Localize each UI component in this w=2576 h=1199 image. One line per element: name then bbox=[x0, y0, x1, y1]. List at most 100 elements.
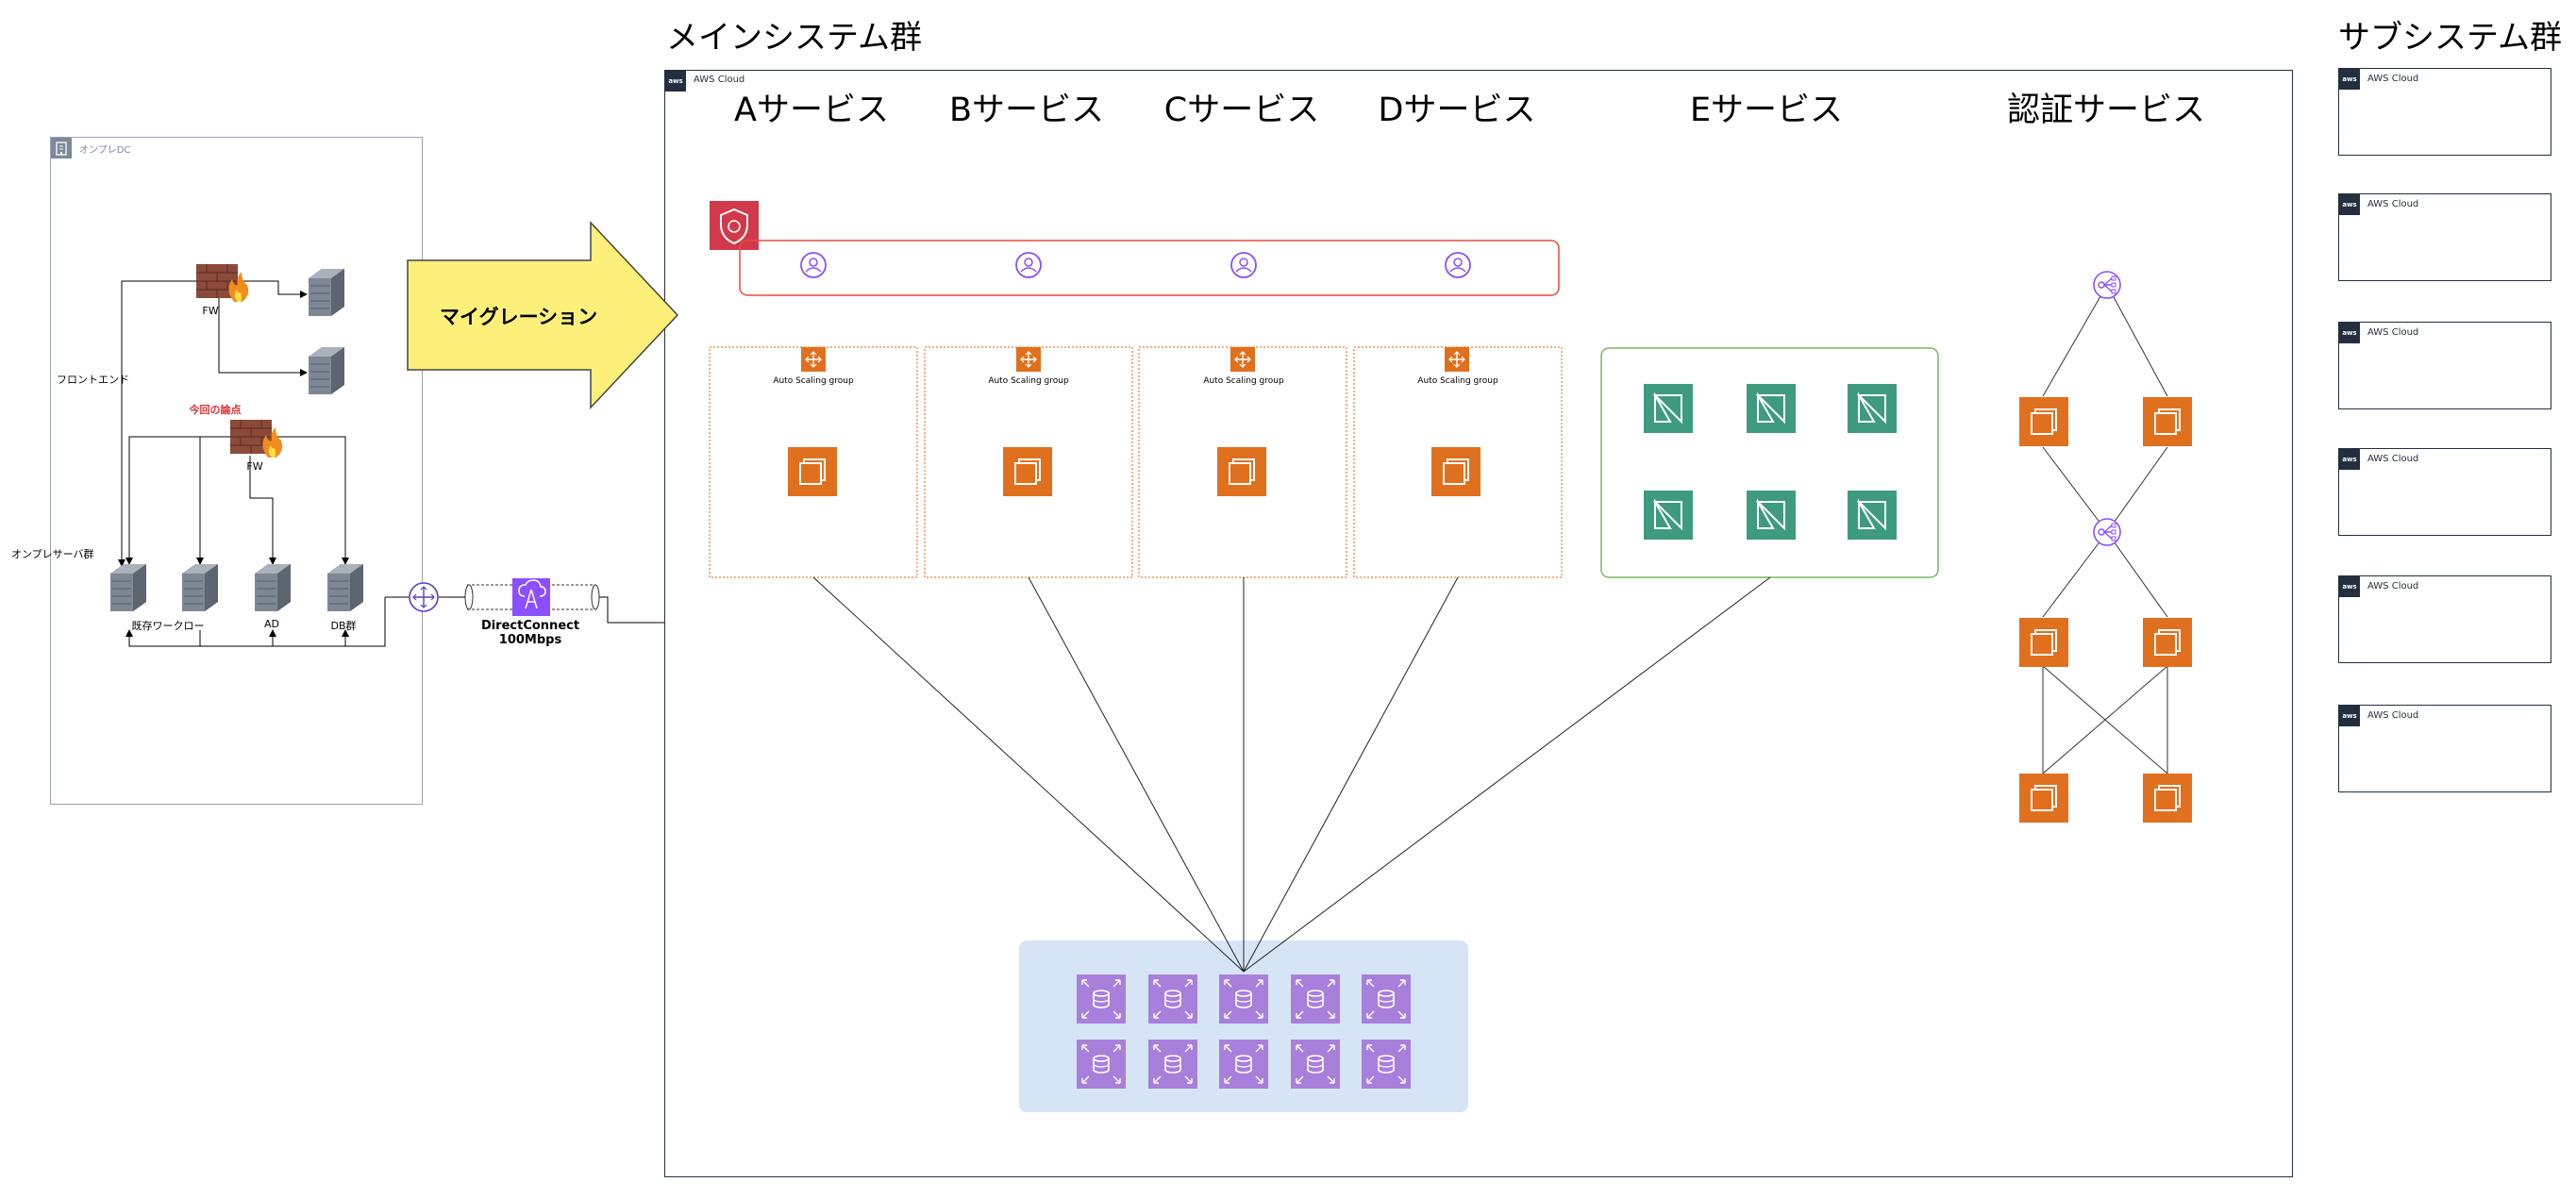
sub-group-title: サブシステム群 bbox=[2338, 19, 2562, 57]
database-icon bbox=[1290, 1039, 1341, 1090]
auto-scaling-icon bbox=[1229, 346, 1256, 373]
sub-aws-cloud: aws AWS Cloud bbox=[2338, 68, 2551, 156]
db-connection-lines bbox=[812, 576, 1771, 973]
service-title-c: Cサービス bbox=[1163, 92, 1320, 129]
network-endpoint-icon bbox=[1015, 252, 1042, 278]
onprem-dc-container bbox=[50, 137, 423, 805]
asg-label-b: Auto Scaling group bbox=[988, 376, 1069, 386]
sub-aws-cloud: aws AWS Cloud bbox=[2338, 575, 2551, 663]
migration-label: マイグレーション bbox=[440, 306, 598, 328]
aws-logo-icon: aws bbox=[2339, 323, 2360, 343]
service-title-a: Aサービス bbox=[734, 92, 889, 129]
sub-cloud-label: AWS Cloud bbox=[2367, 199, 2419, 209]
aws-logo-icon: aws bbox=[2339, 449, 2360, 470]
server-icon bbox=[308, 346, 345, 395]
direct-connect-label: DirectConnect 100Mbps bbox=[481, 619, 579, 647]
direct-connect-icon bbox=[512, 578, 550, 616]
ec2-instance-icon bbox=[2018, 773, 2069, 824]
aws-logo-icon: aws bbox=[2339, 576, 2360, 597]
service-icon bbox=[1643, 490, 1694, 541]
service-icon bbox=[1847, 490, 1898, 541]
database-icon bbox=[1076, 974, 1127, 1024]
fw-top-label: FW bbox=[202, 305, 219, 317]
network-endpoint-icon bbox=[1230, 252, 1257, 278]
server-group-label: オンプレサーバ群 bbox=[11, 548, 94, 560]
auto-scaling-icon bbox=[1015, 346, 1042, 373]
firewall-brick-icon bbox=[229, 419, 283, 458]
service-icon bbox=[1643, 383, 1694, 434]
sub-cloud-label: AWS Cloud bbox=[2367, 581, 2419, 591]
ec2-instance-icon bbox=[787, 446, 838, 497]
auto-scaling-icon bbox=[800, 346, 827, 373]
database-icon bbox=[1290, 974, 1341, 1024]
main-aws-cloud bbox=[664, 70, 2293, 1177]
database-icon bbox=[1361, 974, 1412, 1024]
building-icon bbox=[51, 138, 72, 158]
sub-cloud-label: AWS Cloud bbox=[2367, 327, 2419, 338]
ec2-instance-icon bbox=[1216, 446, 1267, 497]
ec2-instance-icon bbox=[2142, 396, 2193, 447]
service-title-b: Bサービス bbox=[948, 92, 1105, 129]
aws-logo-icon: aws bbox=[665, 71, 686, 92]
service-title-d: Dサービス bbox=[1378, 92, 1536, 129]
ec2-instance-icon bbox=[1430, 446, 1481, 497]
server-icon bbox=[109, 563, 147, 612]
router-icon bbox=[409, 582, 439, 612]
aws-logo-icon: aws bbox=[2339, 69, 2360, 90]
endpoint-group-box bbox=[739, 240, 1560, 296]
main-group-title: メインシステム群 bbox=[666, 19, 922, 57]
asg-label-d: Auto Scaling group bbox=[1417, 376, 1498, 386]
service-title-auth: 認証サービス bbox=[2006, 92, 2206, 129]
aws-logo-icon: aws bbox=[2339, 706, 2360, 726]
server-label-ad: AD bbox=[264, 618, 279, 630]
service-icon bbox=[1847, 383, 1898, 434]
server-icon bbox=[181, 563, 219, 612]
ec2-instance-icon bbox=[1002, 446, 1053, 497]
migration-arrow bbox=[407, 221, 679, 409]
service-icon bbox=[1746, 490, 1797, 541]
server-icon bbox=[326, 563, 364, 612]
auto-scaling-icon bbox=[1444, 346, 1470, 373]
database-icon bbox=[1147, 1039, 1198, 1090]
database-icon bbox=[1218, 1039, 1269, 1090]
server-icon bbox=[254, 563, 292, 612]
service-icon bbox=[1746, 383, 1797, 434]
sub-cloud-label: AWS Cloud bbox=[2367, 710, 2419, 721]
direct-connect-name: DirectConnect bbox=[480, 619, 580, 633]
onprem-connectors bbox=[118, 280, 664, 647]
database-icon bbox=[1218, 974, 1269, 1024]
server-icon bbox=[308, 268, 345, 317]
sub-aws-cloud: aws AWS Cloud bbox=[2338, 705, 2551, 792]
auth-connectors bbox=[2042, 284, 2168, 774]
load-balancer-icon bbox=[2093, 518, 2121, 546]
sub-aws-cloud: aws AWS Cloud bbox=[2338, 193, 2551, 281]
asg-label-a: Auto Scaling group bbox=[773, 376, 854, 386]
ec2-instance-icon bbox=[2018, 617, 2069, 668]
network-endpoint-icon bbox=[800, 252, 827, 278]
load-balancer-icon bbox=[2093, 271, 2121, 299]
firewall-shield-icon bbox=[710, 201, 759, 250]
server-label-workload: 既存ワークロー bbox=[131, 620, 205, 632]
main-cloud-label: AWS Cloud bbox=[694, 75, 745, 85]
database-icon bbox=[1076, 1039, 1127, 1090]
firewall-brick-icon bbox=[195, 263, 249, 303]
database-icon bbox=[1361, 1039, 1412, 1090]
ec2-instance-icon bbox=[2142, 617, 2193, 668]
database-icon bbox=[1147, 974, 1198, 1024]
ec2-instance-icon bbox=[2018, 396, 2069, 447]
server-label-db: DB群 bbox=[330, 620, 357, 632]
fw-bottom-label: FW bbox=[246, 460, 263, 473]
sub-cloud-label: AWS Cloud bbox=[2367, 74, 2419, 84]
sub-aws-cloud: aws AWS Cloud bbox=[2338, 322, 2551, 409]
direct-connect-bandwidth: 100Mbps bbox=[498, 633, 562, 647]
database-area bbox=[1019, 941, 1468, 1112]
issue-label: 今回の論点 bbox=[189, 404, 242, 416]
ec2-instance-icon bbox=[2142, 773, 2193, 824]
service-title-e: Eサービス bbox=[1689, 92, 1844, 129]
sub-aws-cloud: aws AWS Cloud bbox=[2338, 448, 2551, 536]
asg-label-c: Auto Scaling group bbox=[1203, 376, 1284, 386]
aws-logo-icon: aws bbox=[2339, 194, 2360, 215]
network-endpoint-icon bbox=[1445, 252, 1471, 278]
onprem-dc-label: オンプレDC bbox=[79, 145, 131, 156]
